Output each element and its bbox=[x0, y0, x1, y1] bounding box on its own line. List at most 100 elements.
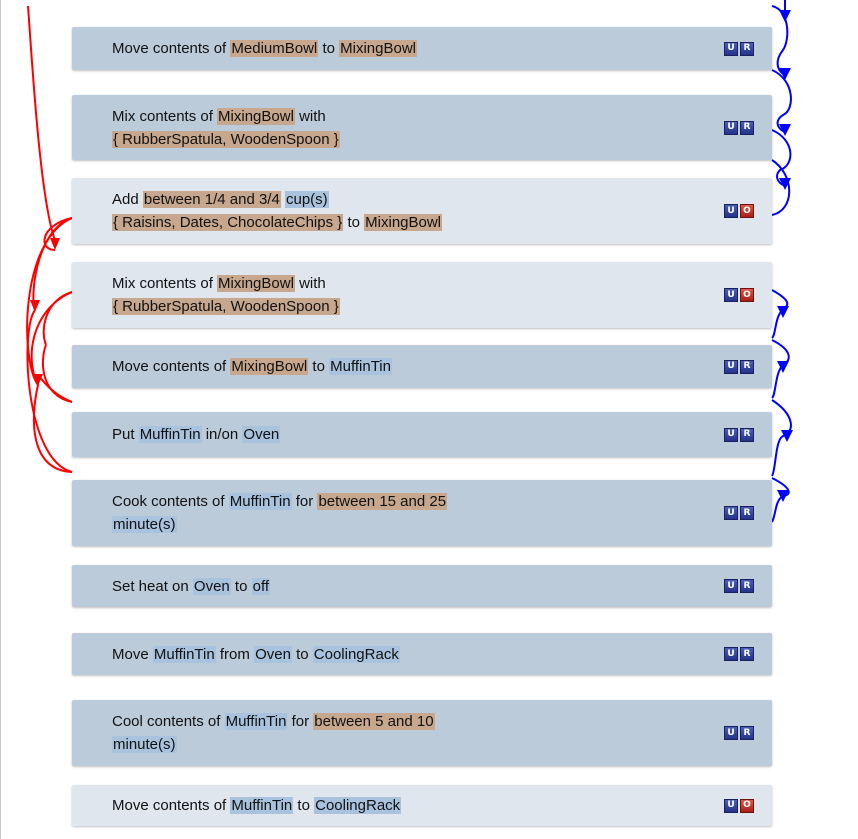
step-token-highlighted[interactable]: MixingBowl bbox=[217, 275, 295, 292]
step-token-highlighted[interactable]: Oven bbox=[192, 577, 231, 595]
step-button-o[interactable]: O bbox=[740, 288, 754, 302]
step-token-text: to bbox=[293, 797, 315, 814]
step-button-u[interactable]: U bbox=[724, 120, 738, 135]
step-button-u[interactable]: U bbox=[724, 204, 738, 218]
step-11: Move contents of MuffinTin to CoolingRac… bbox=[72, 785, 772, 826]
step-button-u[interactable]: U bbox=[724, 506, 738, 520]
step-button-r[interactable]: R bbox=[740, 506, 754, 520]
step-token-text: to bbox=[308, 358, 330, 375]
step-token-text: Add bbox=[112, 191, 143, 208]
step-token-highlighted[interactable]: { RubberSpatula, WoodenSpoon } bbox=[112, 298, 340, 315]
step-button-r[interactable]: R bbox=[740, 579, 754, 593]
step-button-o[interactable]: O bbox=[740, 204, 754, 218]
step-line: { Raisins, Dates, ChocolateChips } to Mi… bbox=[112, 211, 772, 234]
step-token-highlighted[interactable]: { Raisins, Dates, ChocolateChips } bbox=[112, 214, 344, 231]
step-token-highlighted[interactable]: MixingBowl bbox=[364, 214, 443, 231]
step-token-text: to bbox=[291, 645, 313, 663]
step-line: minute(s) bbox=[112, 513, 772, 536]
blue-dependency-curve bbox=[771, 289, 789, 339]
blue-arrowhead-icon bbox=[779, 10, 791, 22]
step-token-text: to bbox=[318, 40, 340, 57]
step-button-u[interactable]: U bbox=[724, 579, 738, 593]
step-token-highlighted[interactable]: MixingBowl bbox=[217, 107, 295, 125]
step-token-text: for bbox=[287, 713, 314, 730]
step-line: Move contents of MuffinTin to CoolingRac… bbox=[112, 794, 772, 817]
step-button-o[interactable]: O bbox=[740, 798, 754, 813]
step-button-u[interactable]: U bbox=[724, 288, 738, 302]
step-button-r[interactable]: R bbox=[740, 427, 754, 442]
blue-dependency-curve bbox=[771, 129, 792, 187]
step-button-r[interactable]: R bbox=[740, 359, 754, 374]
step-token-highlighted[interactable]: between 5 and 10 bbox=[313, 713, 435, 730]
step-line: Move contents of MixingBowl to MuffinTin bbox=[112, 355, 772, 378]
step-line: Move contents of MediumBowl to MixingBow… bbox=[112, 37, 772, 60]
step-line: Add between 1/4 and 3/4 cup(s) bbox=[112, 188, 772, 211]
step-token-highlighted[interactable]: MuffinTin bbox=[230, 797, 294, 814]
step-line: Mix contents of MixingBowl with bbox=[112, 105, 772, 128]
step-token-highlighted[interactable]: between 1/4 and 3/4 bbox=[142, 191, 281, 208]
step-button-r[interactable]: R bbox=[740, 726, 754, 740]
step-token-highlighted[interactable]: Oven bbox=[242, 426, 281, 443]
step-button-u[interactable]: U bbox=[724, 647, 738, 661]
step-button-r[interactable]: R bbox=[740, 41, 754, 56]
blue-arrowhead-icon bbox=[777, 490, 789, 502]
step-token-text: Mix contents of bbox=[112, 107, 218, 125]
step-token-highlighted[interactable]: MuffinTin bbox=[152, 645, 216, 663]
step-token-highlighted[interactable]: MuffinTin bbox=[138, 426, 202, 443]
red-arrowhead-icon bbox=[30, 300, 40, 312]
blue-arrowhead-icon bbox=[777, 306, 789, 318]
step-token-highlighted[interactable]: CoolingRack bbox=[312, 645, 400, 663]
step-token-highlighted[interactable]: MixingBowl bbox=[230, 358, 309, 375]
step-button-u[interactable]: U bbox=[724, 427, 738, 442]
step-token-text: Move contents of bbox=[112, 40, 231, 57]
step-token-highlighted[interactable]: MuffinTin bbox=[228, 493, 292, 510]
step-token-highlighted[interactable]: off bbox=[251, 577, 271, 595]
step-line: Move MuffinTin from Oven to CoolingRack bbox=[112, 643, 772, 666]
step-line: { RubberSpatula, WoodenSpoon } bbox=[112, 128, 772, 151]
step-token-text: Set heat on bbox=[112, 577, 193, 595]
blue-arrowhead-icon bbox=[777, 361, 789, 373]
step-button-u[interactable]: U bbox=[724, 41, 738, 56]
step-button-r[interactable]: R bbox=[740, 647, 754, 661]
step-token-highlighted[interactable]: cup(s) bbox=[284, 191, 329, 208]
step-token-highlighted[interactable]: { RubberSpatula, WoodenSpoon } bbox=[112, 130, 340, 148]
step-line: { RubberSpatula, WoodenSpoon } bbox=[112, 295, 772, 318]
left-border bbox=[0, 0, 1, 839]
step-button-u[interactable]: U bbox=[724, 798, 738, 813]
step-token-highlighted[interactable]: MuffinTin bbox=[224, 713, 288, 730]
step-5: Move contents of MixingBowl to MuffinTin… bbox=[72, 345, 772, 388]
red-dependency-curve bbox=[26, 309, 73, 473]
red-dependency-curve bbox=[30, 291, 73, 386]
red-dependency-curve bbox=[26, 217, 73, 386]
blue-arrowhead-icon bbox=[781, 430, 793, 442]
step-7: Cook contents of MuffinTin for between 1… bbox=[72, 480, 772, 546]
step-token-highlighted[interactable]: MediumBowl bbox=[230, 40, 319, 57]
step-3: Add between 1/4 and 3/4 cup(s){ Raisins,… bbox=[72, 178, 772, 244]
step-line: Mix contents of MixingBowl with bbox=[112, 272, 772, 295]
step-token-highlighted[interactable]: minute(s) bbox=[112, 736, 177, 753]
step-button-u[interactable]: U bbox=[724, 359, 738, 374]
step-token-highlighted[interactable]: CoolingRack bbox=[314, 797, 402, 814]
step-token-highlighted[interactable]: MixingBowl bbox=[339, 40, 417, 57]
step-4: Mix contents of MixingBowl with { RubberS… bbox=[72, 262, 772, 328]
step-token-text: from bbox=[215, 645, 255, 663]
step-button-r[interactable]: R bbox=[740, 120, 754, 135]
step-token-highlighted[interactable]: MuffinTin bbox=[329, 358, 392, 375]
step-token-highlighted[interactable]: between 15 and 25 bbox=[317, 493, 448, 510]
step-token-highlighted[interactable]: Oven bbox=[254, 645, 292, 663]
step-button-u[interactable]: U bbox=[724, 726, 738, 740]
step-token-highlighted[interactable]: minute(s) bbox=[112, 516, 177, 533]
blue-dependency-curve bbox=[771, 339, 790, 399]
blue-dependency-curve bbox=[771, 159, 791, 216]
